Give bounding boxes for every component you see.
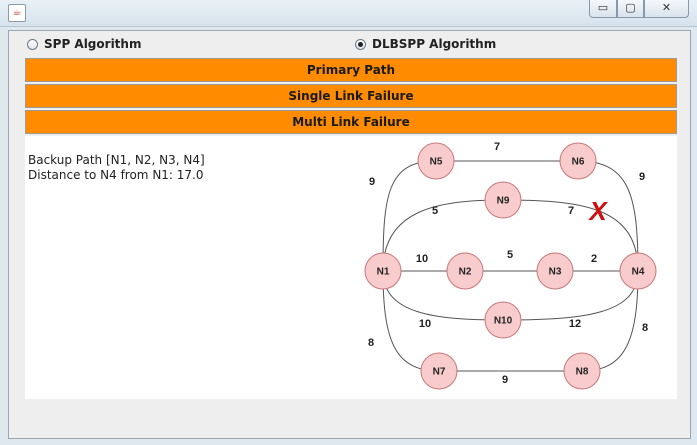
edge-weight-n6-n4: 9	[639, 171, 645, 183]
edge-weight-n1-n9: 5	[432, 205, 438, 217]
link-failure-mark: X	[587, 196, 608, 226]
spp-radio[interactable]: SPP Algorithm	[27, 37, 141, 51]
edge-weight-n5-n6: 7	[494, 141, 500, 153]
minimize-button[interactable]: ▭	[589, 0, 617, 18]
edge-weight-n1-n7: 8	[368, 337, 374, 349]
node-label-n4: N4	[632, 267, 645, 278]
primary-path-button[interactable]: Primary Path	[25, 58, 677, 82]
dlbspp-radio[interactable]: DLBSPP Algorithm	[355, 37, 496, 51]
result-panel: Backup Path [N1, N2, N3, N4] Distance to…	[25, 136, 677, 399]
single-link-failure-button[interactable]: Single Link Failure	[25, 84, 677, 108]
node-label-n7: N7	[433, 367, 446, 378]
node-circle-n3	[536, 252, 574, 290]
edge-n1-n10	[382, 270, 504, 321]
node-n7: N7	[420, 352, 458, 390]
node-label-n6: N6	[572, 157, 585, 168]
java-cup-icon[interactable]: ☕	[8, 4, 26, 22]
node-label-n8: N8	[576, 367, 589, 378]
result-info: Backup Path [N1, N2, N3, N4] Distance to…	[28, 153, 205, 183]
edge-weight-n7-n8: 9	[502, 374, 508, 386]
node-n8: N8	[563, 352, 601, 390]
node-circle-n1	[364, 252, 402, 290]
node-n6: N6	[559, 142, 597, 180]
edge-weight-labels: 7 9 9 5 7 10 5 2 10 12 8 8 9	[368, 141, 648, 386]
title-bar: ☕ ▭ ▢ ✕	[0, 0, 697, 27]
node-circle-n4	[619, 252, 657, 290]
main-window: SPP Algorithm DLBSPP Algorithm Primary P…	[8, 30, 691, 439]
dlbspp-radio-label: DLBSPP Algorithm	[372, 37, 497, 51]
maximize-button[interactable]: ▢	[617, 0, 644, 18]
node-n2: N2	[446, 252, 484, 290]
backup-path-text: Backup Path [N1, N2, N3, N4]	[28, 153, 205, 167]
edge-weight-n10-n4: 12	[569, 318, 581, 330]
node-circle-n5	[417, 142, 455, 180]
node-n5: N5	[417, 142, 455, 180]
edge-weight-n4-n8: 8	[642, 322, 648, 334]
edge-weight-n2-n3: 5	[507, 249, 513, 261]
node-label-n3: N3	[549, 267, 562, 278]
node-label-n10: N10	[494, 316, 513, 327]
node-n4: N4	[619, 252, 657, 290]
node-circle-n8	[563, 352, 601, 390]
node-n3: N3	[536, 252, 574, 290]
node-label-n1: N1	[377, 267, 390, 278]
spp-radio-label: SPP Algorithm	[44, 37, 142, 51]
node-n1: N1	[364, 252, 402, 290]
edge-weight-n3-n4: 2	[591, 253, 597, 265]
node-label-n5: N5	[430, 157, 443, 168]
distance-text: Distance to N4 from N1: 17.0	[28, 168, 204, 182]
algorithm-selector: SPP Algorithm DLBSPP Algorithm	[9, 37, 690, 55]
window-controls: ▭ ▢ ✕	[589, 0, 689, 18]
dlbspp-radio-circle[interactable]	[355, 38, 366, 50]
node-n10: N10	[484, 301, 522, 339]
node-circle-n6	[559, 142, 597, 180]
node-circle-n7	[420, 352, 458, 390]
edge-n1-n9	[382, 199, 504, 272]
node-label-n2: N2	[459, 267, 472, 278]
close-button[interactable]: ✕	[644, 0, 689, 18]
edge-weight-n1-n10: 10	[419, 318, 431, 330]
node-n9: N9	[484, 181, 522, 219]
edge-weight-n1-n2: 10	[416, 253, 428, 265]
node-circle-n9	[484, 181, 522, 219]
node-circle-n2	[446, 252, 484, 290]
edge-n6-n4	[577, 160, 639, 272]
multi-link-failure-button[interactable]: Multi Link Failure	[25, 110, 677, 134]
edge-weight-n9-n4: 7	[568, 205, 574, 217]
node-label-n9: N9	[497, 196, 510, 207]
edge-weight-n1-n5: 9	[369, 176, 375, 188]
node-circle-n10	[484, 301, 522, 339]
spp-radio-circle[interactable]	[27, 38, 38, 50]
edge-n9-n4	[502, 199, 639, 272]
